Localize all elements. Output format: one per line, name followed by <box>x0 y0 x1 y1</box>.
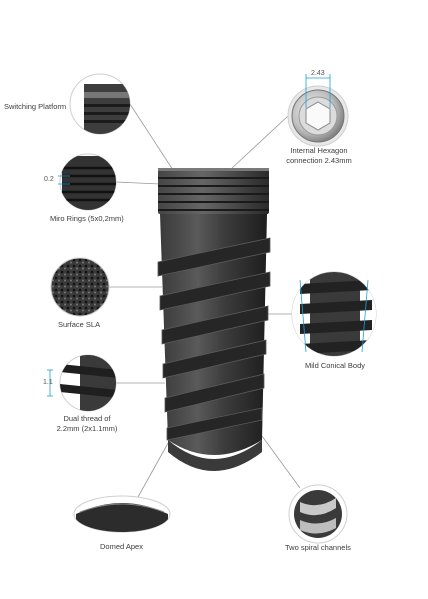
callout-dual-thread <box>47 354 117 412</box>
implant-top-edge <box>158 168 269 171</box>
callout-mild-conical-body <box>291 271 377 357</box>
label-domed-apex: Domed Apex <box>100 542 143 551</box>
label-switching-platform: Switching Platform <box>4 102 67 111</box>
label-internal-hexagon-line2: connection 2.43mm <box>286 156 352 165</box>
callout-surface-sla <box>50 257 110 317</box>
label-dual-thread-line1: Dual thread of <box>63 414 111 423</box>
label-internal-hexagon: Internal Hexagon connection 2.43mm <box>283 146 355 166</box>
dimension-thread-pitch: 1.1 <box>43 379 53 386</box>
implant-apex <box>168 440 262 471</box>
implant <box>157 168 271 471</box>
label-two-spiral-channels: Two spiral channels <box>285 543 351 552</box>
dimension-hexagon-width: 2.43 <box>311 70 325 77</box>
hexagon-icon <box>305 101 331 131</box>
callout-internal-hexagon <box>287 74 349 147</box>
callout-micro-rings <box>58 153 117 211</box>
micro-rings <box>158 177 269 211</box>
label-micro-rings: Miro Rings (5x0,2mm) <box>50 214 124 223</box>
callout-domed-apex <box>73 495 171 533</box>
label-mild-conical-body: Mild Conical Body <box>305 361 366 370</box>
implant-collar <box>158 168 269 214</box>
label-internal-hexagon-line1: Internal Hexagon <box>290 146 348 155</box>
leader-lines <box>109 103 301 498</box>
callout-switching-platform <box>69 73 131 135</box>
dimension-ring-height: 0.2 <box>44 176 54 183</box>
implant-threads <box>157 237 271 441</box>
label-surface-sla: Surface SLA <box>58 320 101 329</box>
callout-two-spiral-channels <box>288 484 348 544</box>
label-dual-thread-line2: 2.2mm (2x1.1mm) <box>56 424 118 433</box>
label-dual-thread: Dual thread of 2.2mm (2x1.1mm) <box>52 414 122 434</box>
